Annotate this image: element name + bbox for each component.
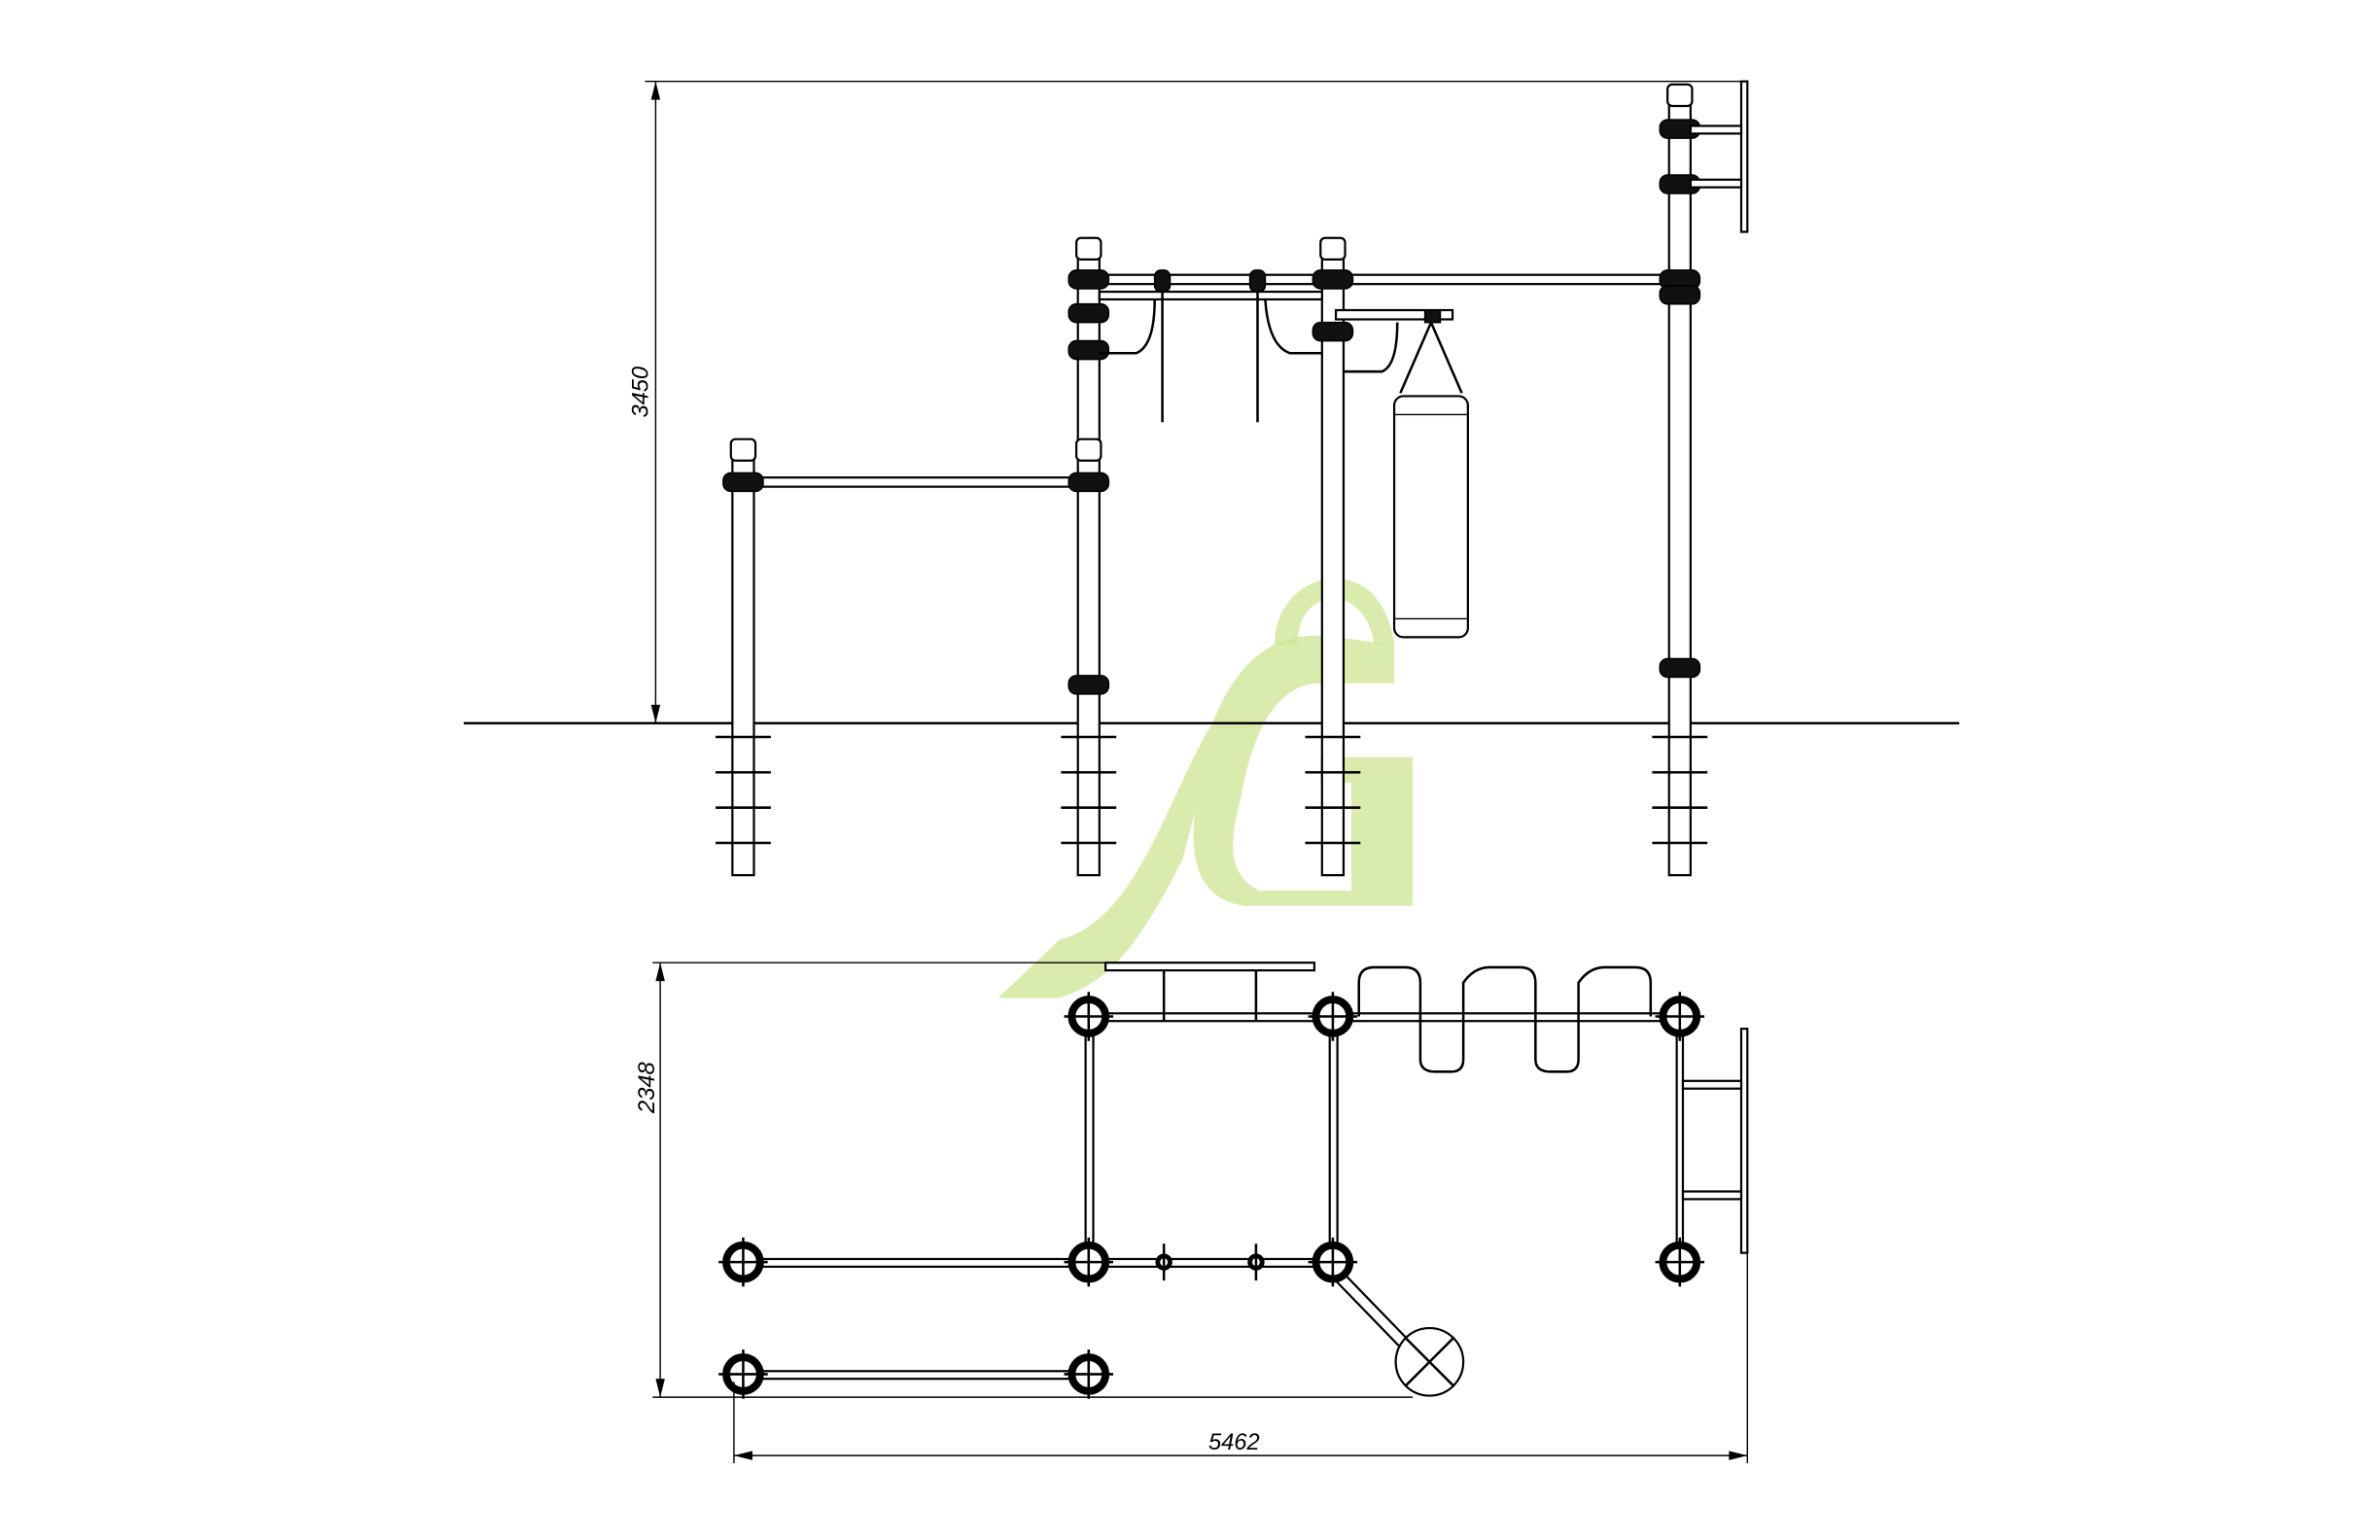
width-dimension-label: 5462 bbox=[1208, 1430, 1260, 1455]
post-1 bbox=[731, 443, 755, 877]
wave-bar bbox=[1357, 965, 1653, 1073]
post-4 bbox=[1667, 90, 1692, 877]
punching-bag bbox=[1334, 308, 1469, 639]
clamps bbox=[722, 119, 1701, 695]
height-dimension-label: 3450 bbox=[628, 367, 653, 418]
width-dimension: 5462 bbox=[733, 1252, 1749, 1464]
ground-anchors bbox=[715, 735, 1708, 845]
low-bar bbox=[742, 476, 1090, 488]
depth-dimension-label: 2348 bbox=[635, 1061, 660, 1113]
height-dimension: 3450 bbox=[628, 80, 1748, 723]
gymnastic-rings bbox=[1099, 269, 1322, 423]
top-bar bbox=[1087, 273, 1681, 286]
plan-view: 2348 5462 bbox=[635, 962, 1749, 1464]
watermark-logo bbox=[998, 578, 1414, 998]
depth-dimension: 2348 bbox=[635, 962, 1414, 1398]
wall-bars-panel bbox=[1689, 80, 1749, 233]
elevation-view bbox=[715, 80, 1749, 877]
post-nodes bbox=[722, 996, 1701, 1395]
